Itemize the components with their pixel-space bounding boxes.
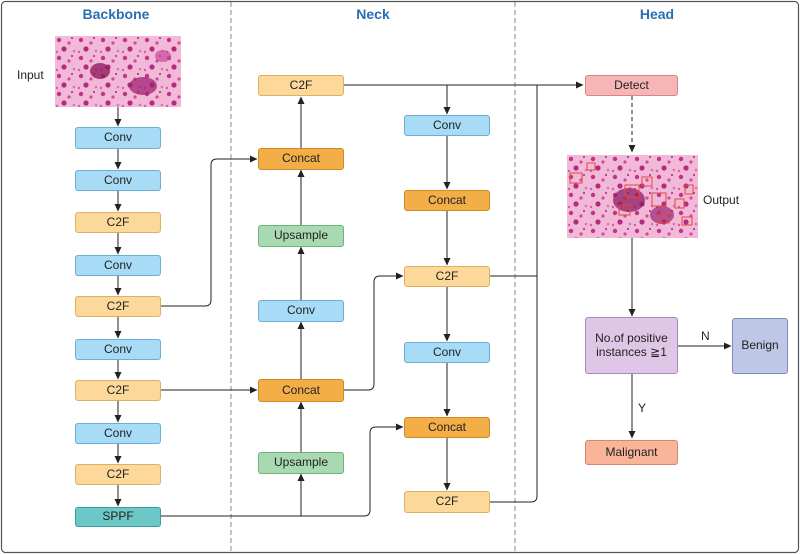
neck-concat-4: Concat — [404, 417, 490, 438]
branch-label-y: Y — [638, 401, 647, 415]
backbone-conv-3: Conv — [75, 255, 161, 276]
head-benign: Benign — [732, 318, 788, 374]
backbone-c2f-4: C2F — [75, 464, 161, 485]
output-detection-image — [567, 155, 698, 238]
head-title: Head — [639, 6, 675, 22]
neck-c2f-top: C2F — [258, 75, 344, 96]
neck-concat-1: Concat — [258, 148, 344, 170]
backbone-title: Backbone — [82, 6, 150, 22]
connectors — [114, 81, 732, 517]
branch-label-n: N — [701, 329, 710, 343]
detection-boxes — [569, 162, 694, 226]
head-detect: Detect — [585, 75, 678, 96]
backbone-conv-1: Conv — [75, 127, 161, 149]
neck-title: Neck — [356, 6, 390, 22]
neck-conv-3: Conv — [404, 342, 490, 363]
decision-line-1: No.of positive — [595, 330, 668, 345]
neck-concat-3: Concat — [404, 190, 490, 211]
head-decision-box: No.of positive instances ≧1 — [585, 317, 678, 374]
neck-c2f-mid: C2F — [404, 266, 490, 287]
neck-c2f-bottom: C2F — [404, 491, 490, 513]
neck-conv-2: Conv — [404, 115, 490, 136]
head-malignant: Malignant — [585, 440, 678, 465]
neck-upsample-2: Upsample — [258, 452, 344, 474]
backbone-c2f-1: C2F — [75, 212, 161, 233]
neck-conv-1: Conv — [258, 300, 344, 322]
backbone-conv-5: Conv — [75, 423, 161, 444]
input-label: Input — [17, 68, 44, 82]
output-label: Output — [703, 193, 740, 207]
input-histology-image — [55, 36, 181, 107]
backbone-conv-2: Conv — [75, 170, 161, 191]
backbone-c2f-2: C2F — [75, 296, 161, 317]
backbone-c2f-3: C2F — [75, 380, 161, 401]
backbone-conv-4: Conv — [75, 339, 161, 360]
neck-upsample-1: Upsample — [258, 225, 344, 247]
decision-line-2: instances ≧1 — [596, 344, 667, 359]
backbone-sppf: SPPF — [75, 507, 161, 527]
neck-concat-2: Concat — [258, 379, 344, 402]
